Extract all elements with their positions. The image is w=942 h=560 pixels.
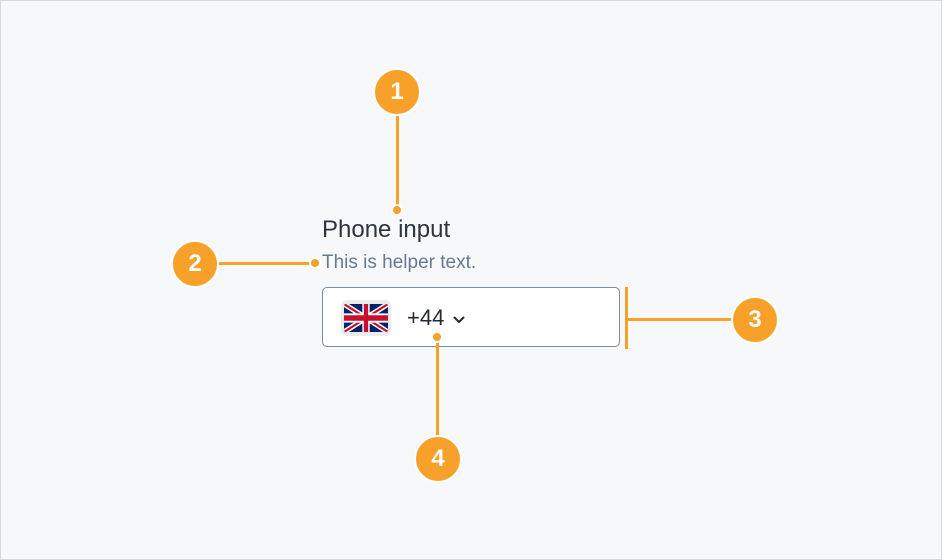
phone-input[interactable]: +44 bbox=[322, 287, 620, 347]
callout-badge-2: 2 bbox=[171, 240, 219, 288]
country-code-select[interactable]: +44 bbox=[341, 298, 465, 338]
callout-dot-2 bbox=[309, 257, 321, 269]
helper-text: This is helper text. bbox=[322, 252, 477, 273]
callout-dot-1 bbox=[391, 204, 403, 216]
callout-dot-4 bbox=[431, 331, 443, 343]
callout-line-1 bbox=[396, 113, 399, 211]
uk-flag-icon bbox=[341, 300, 391, 336]
field-label: Phone input bbox=[322, 216, 451, 243]
chevron-down-icon bbox=[453, 316, 465, 323]
callout-badge-3: 3 bbox=[731, 296, 779, 344]
callout-bracket-3 bbox=[625, 287, 628, 349]
callout-line-3 bbox=[628, 318, 736, 321]
callout-badge-1: 1 bbox=[373, 68, 421, 116]
dial-code: +44 bbox=[407, 305, 445, 330]
callout-line-2 bbox=[216, 262, 316, 265]
callout-badge-4: 4 bbox=[414, 435, 462, 483]
callout-line-4 bbox=[436, 341, 439, 439]
